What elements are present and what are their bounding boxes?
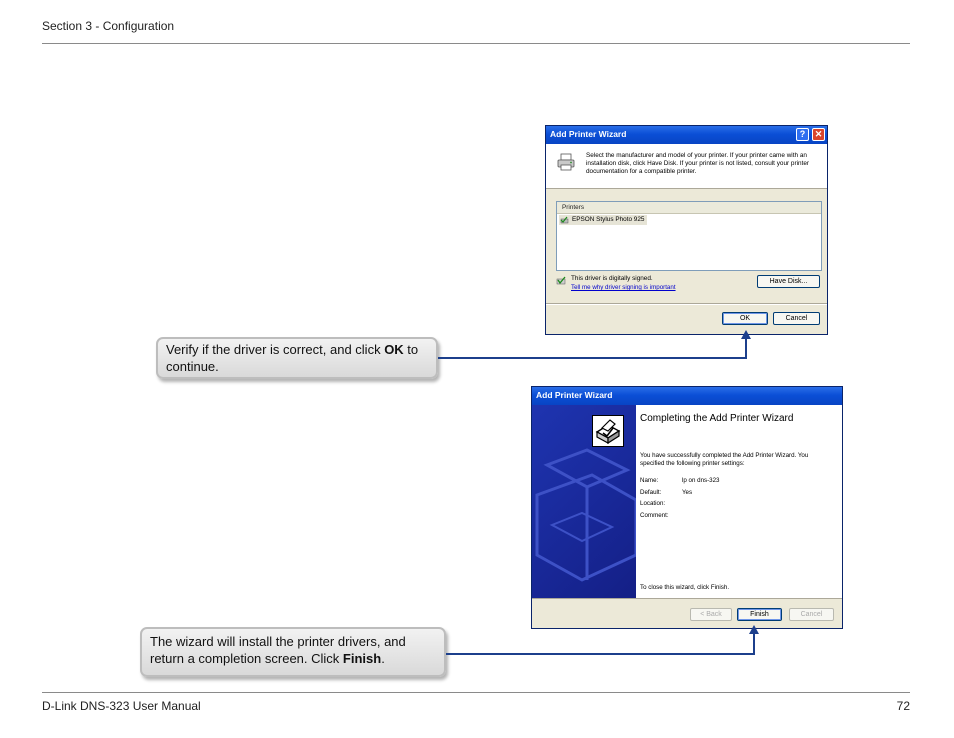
section-title: Section 3 - Configuration [42, 19, 175, 33]
add-printer-wizard-dialog-driver: Add Printer Wizard ? ✕ Select the manufa… [545, 125, 828, 335]
page-number: 72 [896, 699, 910, 713]
callout-install-drivers: The wizard will install the printer driv… [140, 627, 446, 677]
setting-row-name: Name: lp on dns-323 [640, 475, 720, 487]
setting-row-default: Default: Yes [640, 487, 720, 499]
wizard-close-text: To close this wizard, click Finish. [640, 584, 730, 591]
have-disk-button[interactable]: Have Disk... [757, 275, 820, 288]
wizard-side-panel [532, 405, 636, 598]
dialog-header-band: Select the manufacturer and model of you… [546, 144, 827, 189]
finish-button[interactable]: Finish [737, 608, 782, 621]
dialog-title: Add Printer Wizard [550, 129, 627, 139]
callout-text-pre: The wizard will install the printer driv… [150, 634, 406, 666]
back-button[interactable]: < Back [690, 608, 732, 621]
add-printer-wizard-dialog-complete: Add Printer Wizard Completing the Add Pr… [531, 386, 843, 629]
setting-label: Default: [640, 488, 662, 496]
setting-label: Comment: [640, 511, 669, 519]
arrowhead-finish [749, 625, 759, 634]
printers-column-header[interactable]: Printers [557, 202, 821, 214]
cancel-button[interactable]: Cancel [789, 608, 834, 621]
signed-driver-text: This driver is digitally signed. [571, 275, 653, 282]
setting-value: Yes [682, 488, 693, 496]
printer-name: EPSON Stylus Photo 925 [572, 216, 645, 223]
callout-verify-driver: Verify if the driver is correct, and cli… [156, 337, 438, 379]
cancel-button[interactable]: Cancel [773, 312, 820, 325]
dialog-separator [546, 303, 827, 305]
wizard-settings-list: Name: lp on dns-323 Default: Yes Location:… [640, 475, 720, 521]
dialog-instructions: Select the manufacturer and model of you… [586, 152, 810, 176]
wizard-content: Completing the Add Printer Wizard You ha… [636, 405, 842, 598]
ok-button[interactable]: OK [722, 312, 768, 325]
dialog-separator [532, 598, 842, 599]
setting-value: lp on dns-323 [682, 477, 720, 484]
footer-rule [42, 692, 910, 693]
dialog-title: Add Printer Wizard [536, 390, 613, 400]
callout-text-pre: Verify if the driver is correct, and cli… [166, 342, 385, 357]
help-button[interactable]: ? [796, 128, 809, 141]
digitally-signed-icon [556, 276, 566, 285]
printer-wizard-icon [595, 419, 621, 445]
callout-text-post: to continue. [166, 342, 419, 374]
dialog-titlebar[interactable]: Add Printer Wizard [532, 387, 842, 405]
header-rule [42, 43, 910, 44]
printers-list[interactable]: Printers EPSON Stylus Photo 925 [556, 201, 822, 271]
wizard-summary: You have successfully completed the Add … [640, 452, 809, 467]
printer-icon [557, 153, 575, 171]
callout-text-bold: OK [384, 342, 404, 357]
printer-driver-icon [560, 216, 569, 224]
wizard-icon-frame [592, 415, 624, 447]
connector-ok [438, 335, 747, 359]
callout-text-bold: Finish [342, 651, 382, 666]
dialog-titlebar[interactable]: Add Printer Wizard ? ✕ [546, 126, 827, 144]
printer-list-item-selected[interactable]: EPSON Stylus Photo 925 [559, 215, 648, 225]
driver-signing-link[interactable]: Tell me why driver signing is important [571, 284, 676, 291]
callout-text-post: . [381, 651, 385, 666]
manual-title: D-Link DNS-323 User Manual [42, 699, 201, 713]
setting-row-location: Location: [640, 498, 720, 510]
setting-row-comment: Comment: [640, 510, 720, 522]
close-button[interactable]: ✕ [812, 128, 825, 141]
setting-label: Location: [640, 500, 666, 507]
wizard-heading: Completing the Add Printer Wizard [640, 413, 794, 424]
arrowhead-ok [741, 330, 751, 339]
wizard-printer-watermark [535, 448, 636, 582]
connector-finish [446, 630, 755, 655]
setting-label: Name: [640, 477, 659, 484]
